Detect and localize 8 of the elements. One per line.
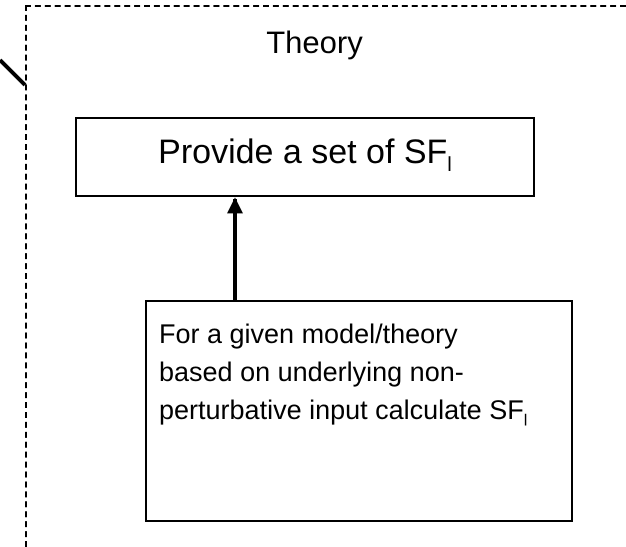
connector-line (0, 58, 26, 86)
arrow (227, 197, 243, 300)
process-box (75, 117, 535, 197)
dashed-region (25, 5, 626, 547)
process-box (145, 300, 573, 522)
box-text: For a given model/theory based on underlying non-perturbative input calculate SF$_{l}$ (159, 318, 528, 430)
region-title: Theory (265, 25, 364, 61)
box-text: Provide a set of SF$_{l}$ (157, 133, 453, 172)
